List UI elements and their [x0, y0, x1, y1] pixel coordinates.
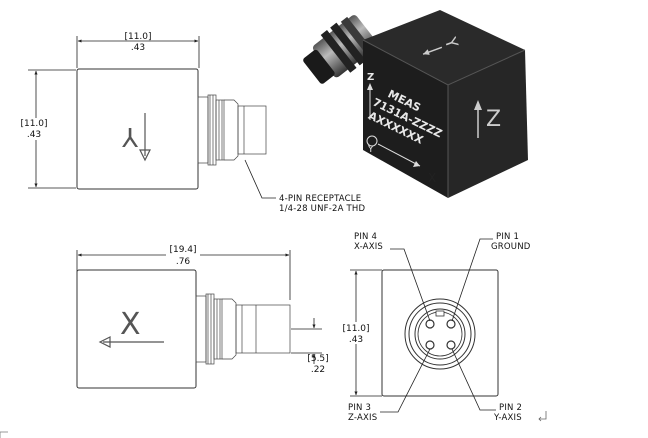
pin-2 — [446, 340, 456, 350]
receptacle-note-line2: 1/4-28 UNF-2A THD — [279, 204, 366, 214]
pin-4 — [425, 319, 435, 329]
pin1-label: PIN 1 — [496, 232, 519, 242]
pin-1 — [446, 319, 456, 329]
cube-top-face — [363, 10, 525, 85]
top-width-in: .43 — [131, 43, 145, 53]
connector-face-view: [11.0] .43 PIN 4 X-AXIS PIN 1 GROUND PIN… — [340, 232, 531, 423]
cube-right-axis: Z — [486, 107, 501, 132]
top-width-mm: [11.0] — [124, 32, 151, 42]
side-length-mm: [19.4] — [169, 245, 196, 255]
pin4-axis: X-AXIS — [354, 242, 383, 252]
face-height-in: .43 — [349, 335, 363, 345]
left-face-x: X — [428, 171, 436, 185]
top-view: [11.0] .43 [11.0] .43 Y 4-PIN RECEPTACLE… — [18, 32, 366, 214]
pin1-desc: GROUND — [491, 242, 531, 252]
pin2-label: PIN 2 — [499, 403, 522, 413]
product-render: Y Z MEAS 7131A-ZZZZ AXXXXXX Z Y X — [303, 10, 528, 198]
return-mark-icon — [538, 411, 547, 422]
side-axis-letter: X — [120, 307, 141, 342]
top-axis-letter: Y — [122, 121, 139, 151]
cube-right-face — [448, 50, 528, 198]
receptacle-note-line1: 4-PIN RECEPTACLE — [279, 194, 361, 204]
left-face-y: Y — [367, 145, 374, 155]
pin-3 — [425, 340, 435, 350]
left-face-z: Z — [367, 72, 374, 83]
connector-height-in: .22 — [311, 365, 325, 375]
side-length-in: .76 — [176, 257, 191, 267]
face-height-mm: [11.0] — [342, 324, 369, 334]
pin3-label: PIN 3 — [348, 403, 371, 413]
side-view: [19.4] .76 [5.5] .22 X — [76, 245, 329, 389]
pin2-axis: Y-AXIS — [493, 413, 522, 423]
corner-mark-icon — [0, 431, 8, 438]
pin4-label: PIN 4 — [354, 232, 377, 242]
cube-left-face — [363, 40, 448, 198]
top-height-mm: [11.0] — [20, 119, 47, 129]
top-height-in: .43 — [27, 130, 41, 140]
pin3-axis: Z-AXIS — [348, 413, 377, 423]
connector-height-mm: [5.5] — [307, 354, 328, 364]
